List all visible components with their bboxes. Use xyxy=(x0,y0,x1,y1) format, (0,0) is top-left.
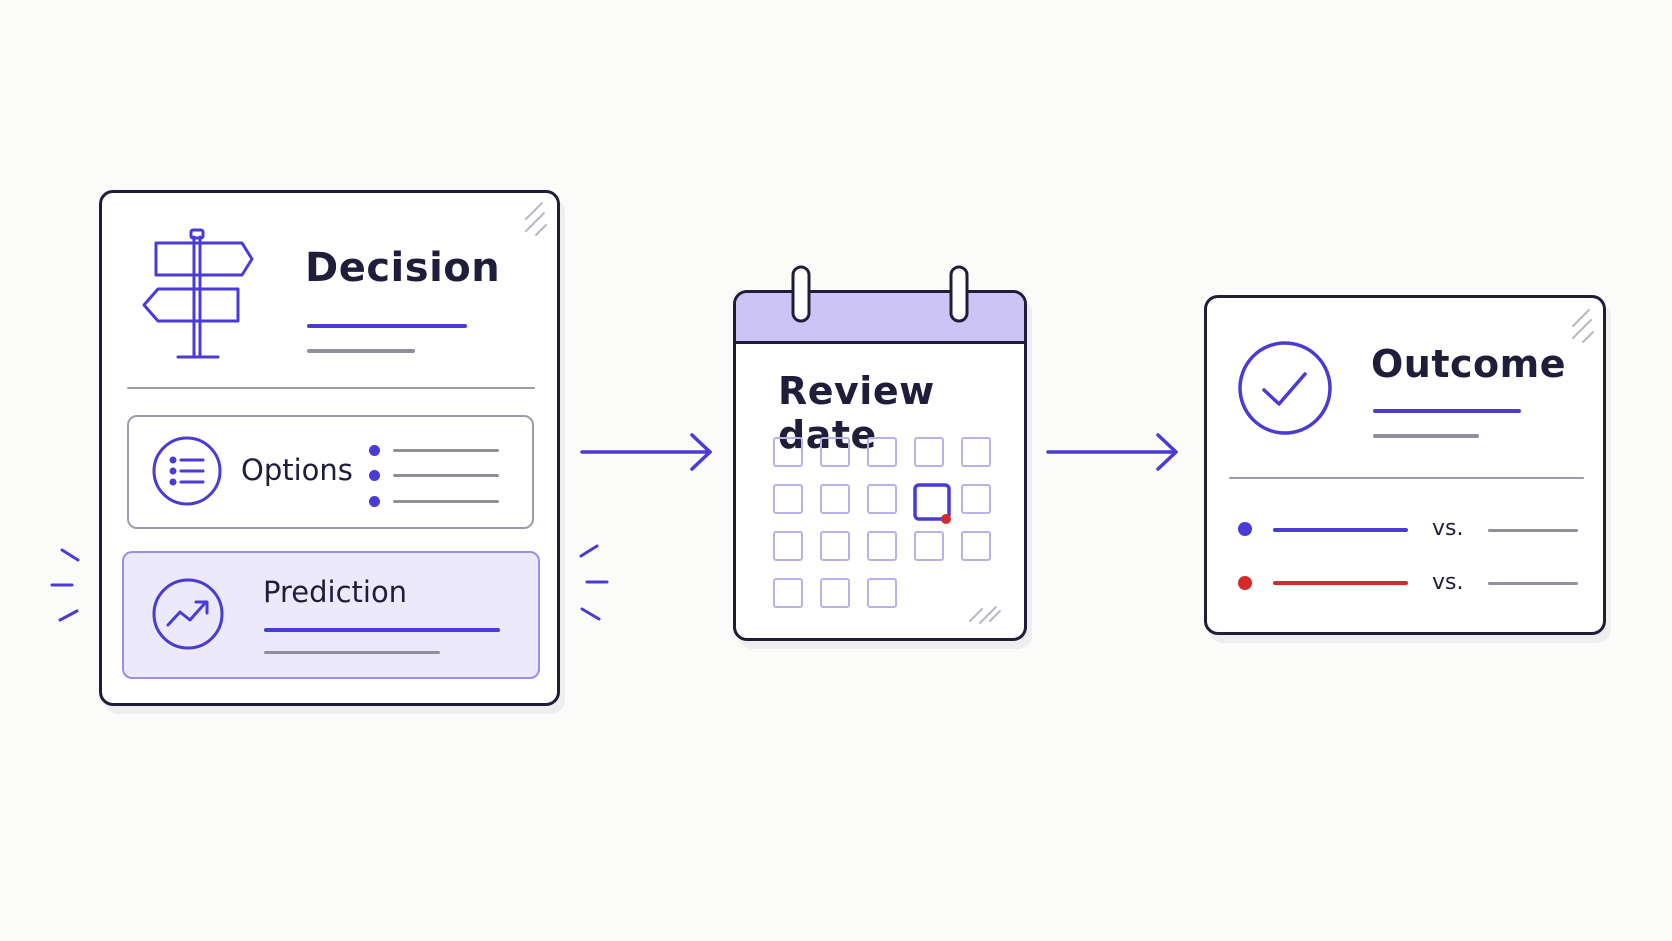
option-bullet xyxy=(369,470,380,481)
calendar-day[interactable] xyxy=(914,437,944,467)
outcome-title-underline xyxy=(1373,409,1521,413)
arrow-right-icon xyxy=(1046,433,1178,471)
comparison-line xyxy=(1488,529,1578,532)
option-bullet xyxy=(369,445,380,456)
outcome-title: Outcome xyxy=(1371,342,1567,386)
corner-hatch-icon xyxy=(1572,309,1594,343)
options-row[interactable]: Options xyxy=(127,415,534,529)
calendar-title: Review date xyxy=(778,369,935,457)
emphasis-right-icon xyxy=(579,544,609,621)
calendar-day[interactable] xyxy=(867,578,897,608)
calendar-day[interactable] xyxy=(867,531,897,561)
calendar-ring-icon xyxy=(949,265,969,323)
comparison-line xyxy=(1488,582,1578,585)
calendar-day[interactable] xyxy=(820,531,850,561)
option-line xyxy=(393,449,499,452)
trend-up-icon xyxy=(152,578,224,650)
prediction-subline xyxy=(264,651,440,654)
calendar-day[interactable] xyxy=(773,578,803,608)
calendar-grid xyxy=(773,437,991,608)
prediction-line xyxy=(264,628,500,632)
calendar-day[interactable] xyxy=(820,484,850,514)
option-bullet xyxy=(369,496,380,507)
calendar-ring-icon xyxy=(791,265,811,323)
vs-label: vs. xyxy=(1432,570,1464,595)
arrow-right-icon xyxy=(580,433,712,471)
corner-hatch-icon xyxy=(969,606,1001,624)
option-line xyxy=(393,500,499,503)
calendar-day[interactable] xyxy=(961,531,991,561)
review-marker-dot xyxy=(941,514,951,524)
calendar-header xyxy=(736,293,1024,344)
list-icon xyxy=(152,436,222,506)
divider xyxy=(127,387,535,389)
signpost-icon xyxy=(142,228,254,359)
decision-title: Decision xyxy=(305,245,501,291)
outcome-line-blue xyxy=(1273,528,1408,532)
calendar-day[interactable] xyxy=(867,437,897,467)
calendar-day[interactable] xyxy=(961,484,991,514)
option-line xyxy=(393,474,499,477)
prediction-label: Prediction xyxy=(263,575,408,609)
calendar-day[interactable] xyxy=(961,437,991,467)
decision-card: Decision Options Prediction xyxy=(99,190,560,706)
outcome-card: Outcome vs. vs. xyxy=(1204,295,1606,635)
outcome-marker-blue xyxy=(1238,522,1252,536)
decision-subline xyxy=(307,349,415,353)
check-circle-icon xyxy=(1238,341,1332,435)
outcome-line-red xyxy=(1273,581,1408,585)
calendar-day[interactable] xyxy=(773,437,803,467)
outcome-subline xyxy=(1373,434,1479,438)
prediction-row[interactable]: Prediction xyxy=(122,551,540,679)
calendar-day[interactable] xyxy=(867,484,897,514)
outcome-marker-red xyxy=(1238,576,1252,590)
divider xyxy=(1229,477,1584,479)
vs-label: vs. xyxy=(1432,516,1464,541)
corner-hatch-icon xyxy=(525,202,547,236)
calendar-day[interactable] xyxy=(820,578,850,608)
calendar-day[interactable] xyxy=(773,531,803,561)
decision-title-underline xyxy=(307,324,467,328)
emphasis-left-icon xyxy=(50,548,80,622)
calendar-day[interactable] xyxy=(914,531,944,561)
calendar-day[interactable] xyxy=(820,437,850,467)
options-label: Options xyxy=(241,453,353,487)
calendar-day-selected[interactable] xyxy=(913,483,951,521)
calendar-day[interactable] xyxy=(773,484,803,514)
calendar-card: Review date xyxy=(733,290,1027,641)
